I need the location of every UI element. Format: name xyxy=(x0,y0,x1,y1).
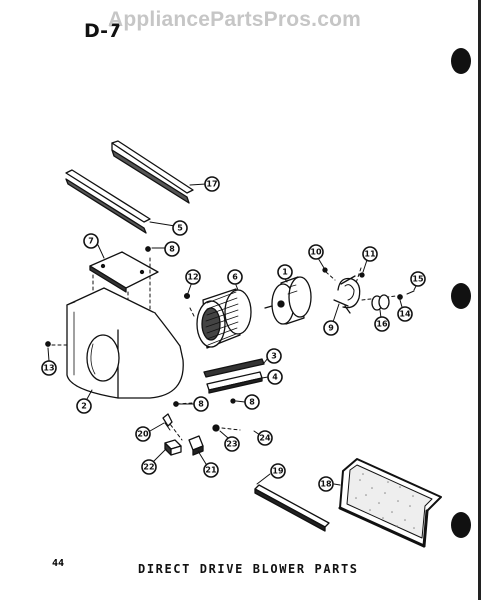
fasteners xyxy=(45,246,403,432)
svg-text:8: 8 xyxy=(169,245,175,254)
svg-text:2: 2 xyxy=(81,402,87,411)
part-blower-wheel xyxy=(196,288,252,349)
callout-21: 21 xyxy=(203,462,219,478)
callout-14: 14 xyxy=(397,306,413,322)
part-filter-strip xyxy=(254,484,330,532)
svg-text:20: 20 xyxy=(137,430,149,439)
svg-text:24: 24 xyxy=(259,434,271,443)
callout-10-upper: 10 xyxy=(308,244,324,260)
page-number: 44 xyxy=(52,558,65,569)
callout-12: 12 xyxy=(185,269,201,285)
page-code: D-7 xyxy=(84,20,122,42)
svg-text:6: 6 xyxy=(232,273,238,282)
svg-text:12: 12 xyxy=(187,273,198,282)
callout-5: 5 xyxy=(172,220,188,236)
callout-13: 13 xyxy=(41,360,57,376)
part-cover-plate xyxy=(89,251,159,293)
part-bracket xyxy=(188,435,204,456)
part-motor xyxy=(264,276,312,325)
svg-text:23: 23 xyxy=(226,440,237,449)
callout-18: 18 xyxy=(318,476,334,492)
callout-20: 20 xyxy=(135,426,151,442)
callout-8-middle: 8 xyxy=(193,396,209,412)
callout-8-right: 8 xyxy=(244,394,260,410)
watermark: AppliancePartsPros.com xyxy=(108,8,361,31)
svg-text:11: 11 xyxy=(364,250,376,259)
part-blower-housing xyxy=(66,287,184,399)
svg-text:10: 10 xyxy=(310,248,322,257)
callout-19: 19 xyxy=(270,463,286,479)
svg-text:17: 17 xyxy=(206,180,217,189)
svg-text:13: 13 xyxy=(43,364,54,373)
leader-lines xyxy=(47,183,417,486)
svg-text:8: 8 xyxy=(249,398,255,407)
callout-2: 2 xyxy=(76,398,92,414)
binder-hole-top xyxy=(451,48,471,74)
diagram-caption: DIRECT DRIVE BLOWER PARTS xyxy=(138,562,359,576)
callout-16: 16 xyxy=(374,316,390,332)
callout-17: 17 xyxy=(204,176,220,192)
callout-15: 15 xyxy=(410,271,426,287)
callout-4: 4 xyxy=(267,369,283,385)
svg-text:1: 1 xyxy=(282,268,288,277)
svg-text:8: 8 xyxy=(198,400,204,409)
svg-text:3: 3 xyxy=(271,352,277,361)
part-motor-mount xyxy=(333,275,361,314)
callout-8-top: 8 xyxy=(164,241,180,257)
callout-9: 9 xyxy=(323,320,339,336)
binder-hole-bottom xyxy=(451,512,471,538)
svg-text:21: 21 xyxy=(205,466,217,475)
part-block xyxy=(164,439,182,456)
callout-22: 22 xyxy=(141,459,157,475)
callout-6: 6 xyxy=(227,269,243,285)
callout-11: 11 xyxy=(362,246,378,262)
callout-7: 7 xyxy=(83,233,99,249)
svg-text:15: 15 xyxy=(412,275,424,284)
svg-text:7: 7 xyxy=(88,237,94,246)
part-filter-panel xyxy=(338,458,442,548)
svg-text:18: 18 xyxy=(320,480,332,489)
callout-1: 1 xyxy=(277,264,293,280)
svg-text:5: 5 xyxy=(177,224,183,233)
binder-hole-middle xyxy=(451,283,471,309)
svg-text:4: 4 xyxy=(272,373,278,382)
part-strip-upper xyxy=(111,140,194,204)
part-bushing xyxy=(371,294,390,311)
part-clip xyxy=(162,413,173,431)
part-strip-lower xyxy=(65,169,151,234)
svg-text:16: 16 xyxy=(376,320,388,329)
page-edge xyxy=(478,0,481,600)
svg-text:14: 14 xyxy=(399,310,411,319)
part-rail-3 xyxy=(203,358,265,378)
svg-text:9: 9 xyxy=(328,324,334,333)
callout-23: 23 xyxy=(224,436,240,452)
svg-text:19: 19 xyxy=(272,467,284,476)
svg-text:22: 22 xyxy=(143,463,154,472)
callout-24: 24 xyxy=(257,430,273,446)
callout-3: 3 xyxy=(266,348,282,364)
